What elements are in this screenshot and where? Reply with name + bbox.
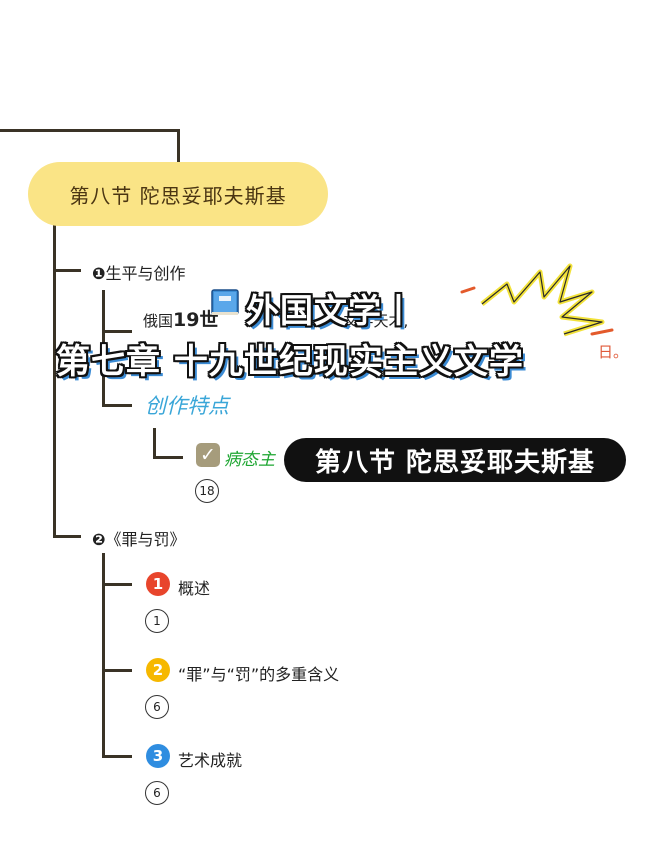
section-pill-label: 第八节 陀思妥耶夫斯基 bbox=[314, 447, 596, 478]
connector-item2-h bbox=[102, 669, 132, 672]
connector-item3-h bbox=[102, 755, 132, 758]
connector-main-v bbox=[53, 225, 56, 537]
connector-item1-h bbox=[102, 583, 132, 586]
connector-b2-h bbox=[53, 535, 81, 538]
leaf-morbid-label[interactable]: 病态主 bbox=[224, 450, 275, 470]
connector-top-h bbox=[0, 129, 180, 132]
intro-suffix: 文学天才, bbox=[343, 312, 409, 330]
branch-label: 《罪与罚》 bbox=[105, 530, 186, 549]
leaf-count: 18 bbox=[195, 479, 219, 503]
item-artistic-achievement[interactable]: 艺术成就 bbox=[178, 751, 243, 770]
item-artistic-count: 6 bbox=[145, 781, 169, 805]
connector-b1-sub-v bbox=[102, 290, 105, 406]
intro-line2-tail: 日。 bbox=[598, 341, 628, 362]
intro-text: 俄国19世 文学天才, bbox=[143, 306, 408, 335]
connector-b1-h bbox=[53, 269, 81, 272]
badge-2-icon: 2 bbox=[146, 658, 170, 682]
item-overview[interactable]: 概述 bbox=[178, 579, 211, 598]
badge-3-icon: 3 bbox=[146, 744, 170, 768]
branch-marker: ❷ bbox=[92, 530, 106, 549]
intro-prefix: 俄国 bbox=[143, 312, 174, 330]
branch-marker: ❶ bbox=[92, 264, 106, 283]
sub-creative-features[interactable]: 创作特点 bbox=[145, 394, 229, 418]
connector-top-v bbox=[177, 129, 180, 163]
blue-book-icon bbox=[211, 289, 239, 315]
section-pill: 第八节 陀思妥耶夫斯基 bbox=[284, 438, 626, 482]
checkbox-icon[interactable]: ✓ bbox=[196, 443, 220, 467]
badge-1-icon: 1 bbox=[146, 572, 170, 596]
item-meanings[interactable]: “罪”与“罚”的多重含义 bbox=[178, 665, 340, 684]
connector-leaf-h bbox=[153, 456, 183, 459]
overlay-title-line2: 第七章 十九世纪现实主义文学 bbox=[56, 342, 524, 382]
branch-crime-and-punishment[interactable]: ❷《罪与罚》 bbox=[92, 526, 186, 550]
branch-life-and-works[interactable]: ❶生平与创作 bbox=[92, 260, 186, 284]
intro-bold: 19世 bbox=[173, 309, 219, 331]
connector-sub-h bbox=[102, 404, 132, 407]
branch-label: 生平与创作 bbox=[105, 264, 186, 283]
connector-b2-sub-v bbox=[102, 553, 105, 758]
item-meanings-count: 6 bbox=[145, 695, 169, 719]
overlay-title-line1: 外国文学丨 bbox=[246, 291, 416, 330]
item-overview-count: 1 bbox=[145, 609, 169, 633]
intro-line2-tail-text: 日。 bbox=[598, 343, 629, 361]
root-node-title[interactable]: 第八节 陀思妥耶夫斯基 bbox=[28, 162, 328, 226]
connector-leaf-v bbox=[153, 428, 156, 459]
burst-decoration bbox=[460, 263, 614, 337]
connector-intro-h bbox=[102, 330, 132, 333]
